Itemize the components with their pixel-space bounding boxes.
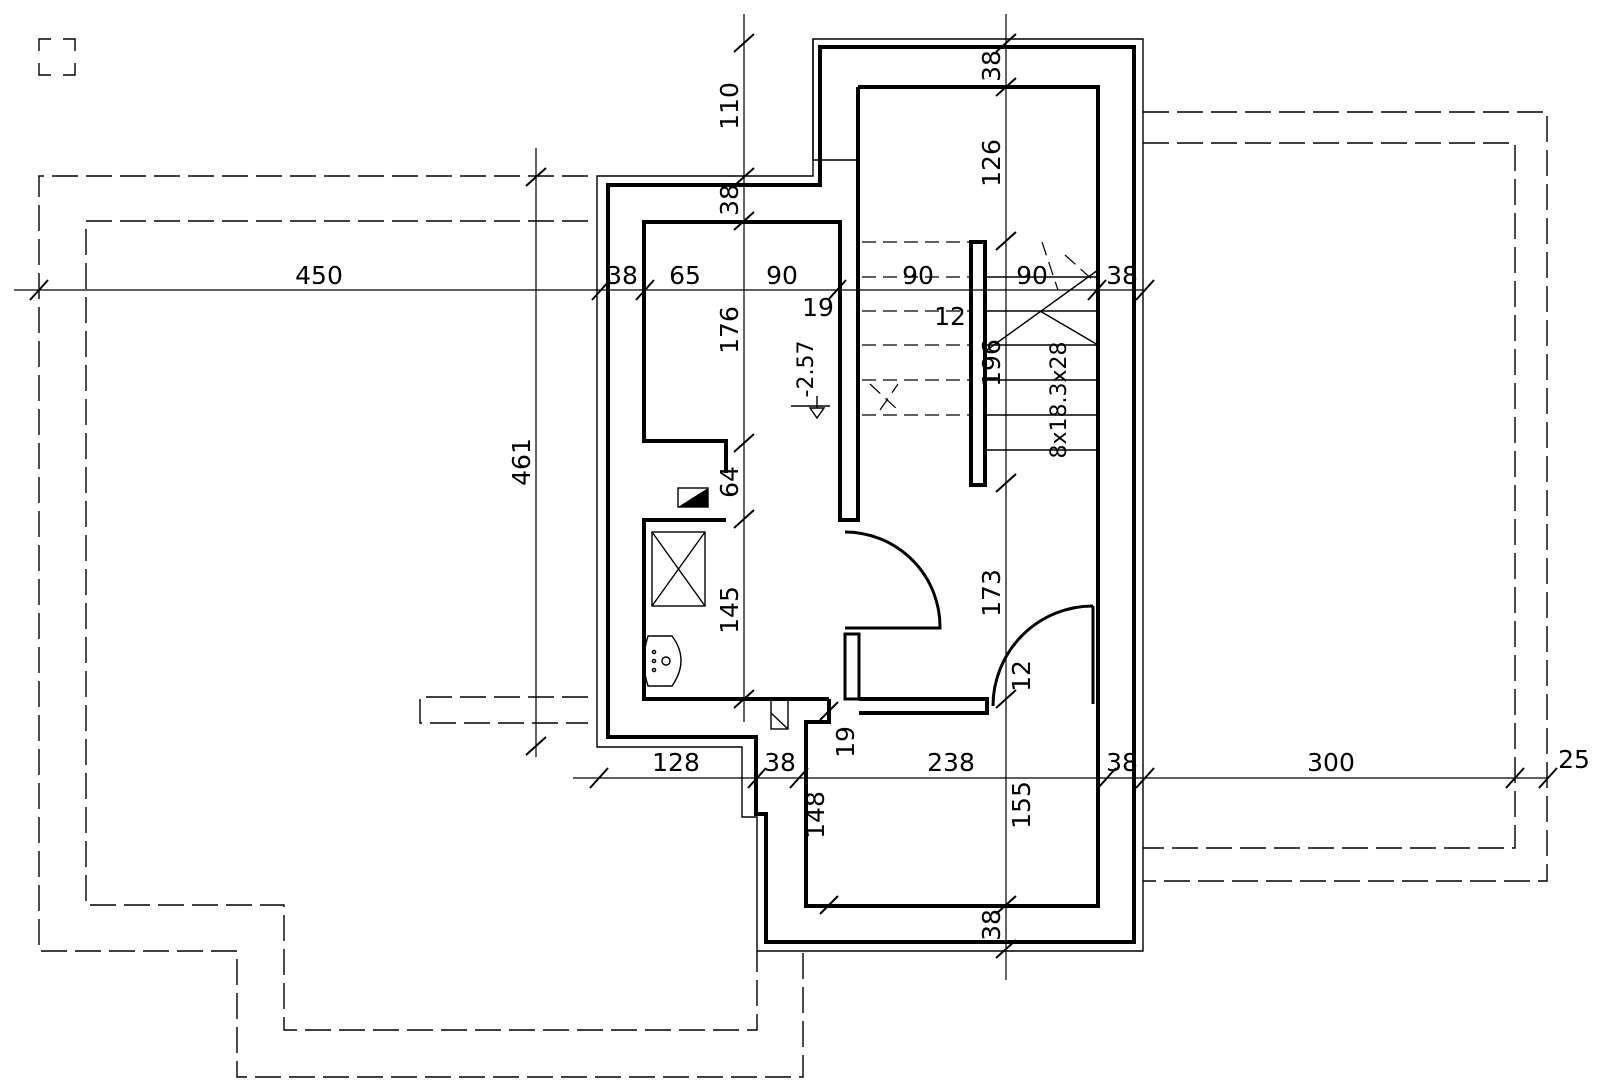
outer-edge: [596, 38, 1144, 952]
dim-176: 176: [715, 306, 744, 354]
shower-tray-icon: [651, 531, 706, 607]
roof-outline-right: [1143, 111, 1548, 882]
dimension-ticks: [29, 33, 1558, 959]
stair-label: 8x18.3x28: [1047, 341, 1072, 458]
dimension-lines: [14, 14, 1547, 980]
dim-64: 64: [715, 466, 744, 498]
interior-walls: [642, 87, 989, 715]
dim-128: 128: [652, 748, 700, 777]
exterior-walls: [606, 45, 1136, 944]
dim-90-b: 90: [902, 261, 934, 290]
dim-196: 196: [977, 339, 1006, 387]
dim-238: 238: [927, 748, 975, 777]
dim-12-mid: 12: [1007, 660, 1036, 692]
chimney-icon: [677, 487, 709, 508]
dim-25: 25: [1558, 745, 1590, 774]
dim-38-right: 38: [1106, 261, 1138, 290]
washbasin-icon: [643, 635, 682, 687]
level-label: -2.57: [794, 341, 819, 398]
dim-38-left: 38: [606, 261, 638, 290]
dim-90-c: 90: [1016, 261, 1048, 290]
dim-155: 155: [1007, 781, 1036, 829]
dim-461: 461: [507, 438, 536, 486]
dim-148: 148: [801, 791, 830, 839]
dim-38-vertical-top: 38: [715, 184, 744, 216]
dim-90-a: 90: [766, 261, 798, 290]
dim-173: 173: [977, 569, 1006, 617]
roof-outline-left: [38, 175, 804, 1078]
dim-12-top: 12: [934, 302, 966, 331]
door-bathroom: [844, 530, 942, 630]
dim-65: 65: [669, 261, 701, 290]
dim-38-bottom-right: 38: [1106, 748, 1138, 777]
door-room: [991, 604, 1095, 707]
dim-38-top: 38: [977, 50, 1006, 82]
dim-19-bottom: 19: [831, 726, 860, 758]
dim-126: 126: [977, 139, 1006, 187]
dim-450: 450: [295, 261, 343, 290]
dim-38-bottom: 38: [977, 909, 1006, 941]
dim-38-bottom-left: 38: [764, 748, 796, 777]
dim-300: 300: [1307, 748, 1355, 777]
level-marker-icon: [791, 396, 830, 420]
dim-110: 110: [715, 82, 744, 130]
dim-145: 145: [715, 586, 744, 634]
crop-corner-icon: [38, 38, 76, 76]
dim-19-top: 19: [802, 293, 834, 322]
vent-icon: [770, 698, 789, 730]
